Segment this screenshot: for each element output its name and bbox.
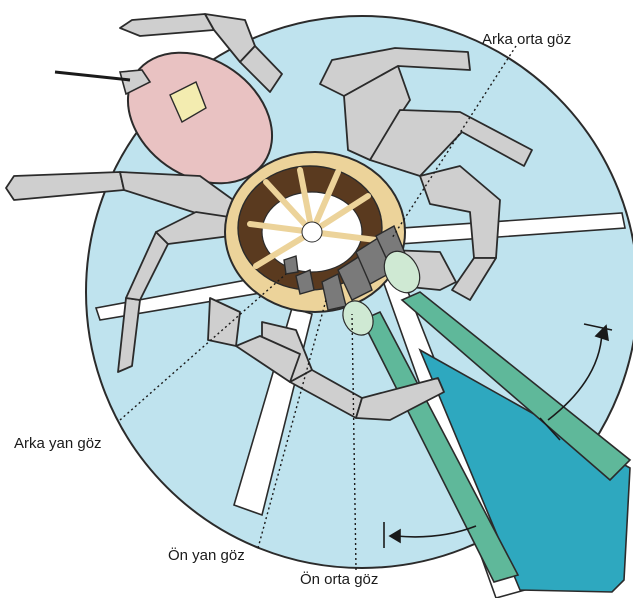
posterior-lateral-eye-label: Arka yan göz	[14, 436, 102, 451]
posterior-lateral-eye	[284, 256, 298, 274]
spinneret-line	[55, 72, 130, 80]
carapace	[225, 152, 405, 312]
posterior-median-eye-label: Arka orta göz	[482, 32, 571, 47]
anterior-lateral-eye-label: Ön yan göz	[168, 548, 245, 563]
anterior-median-eye-label: Ön orta göz	[300, 572, 378, 587]
